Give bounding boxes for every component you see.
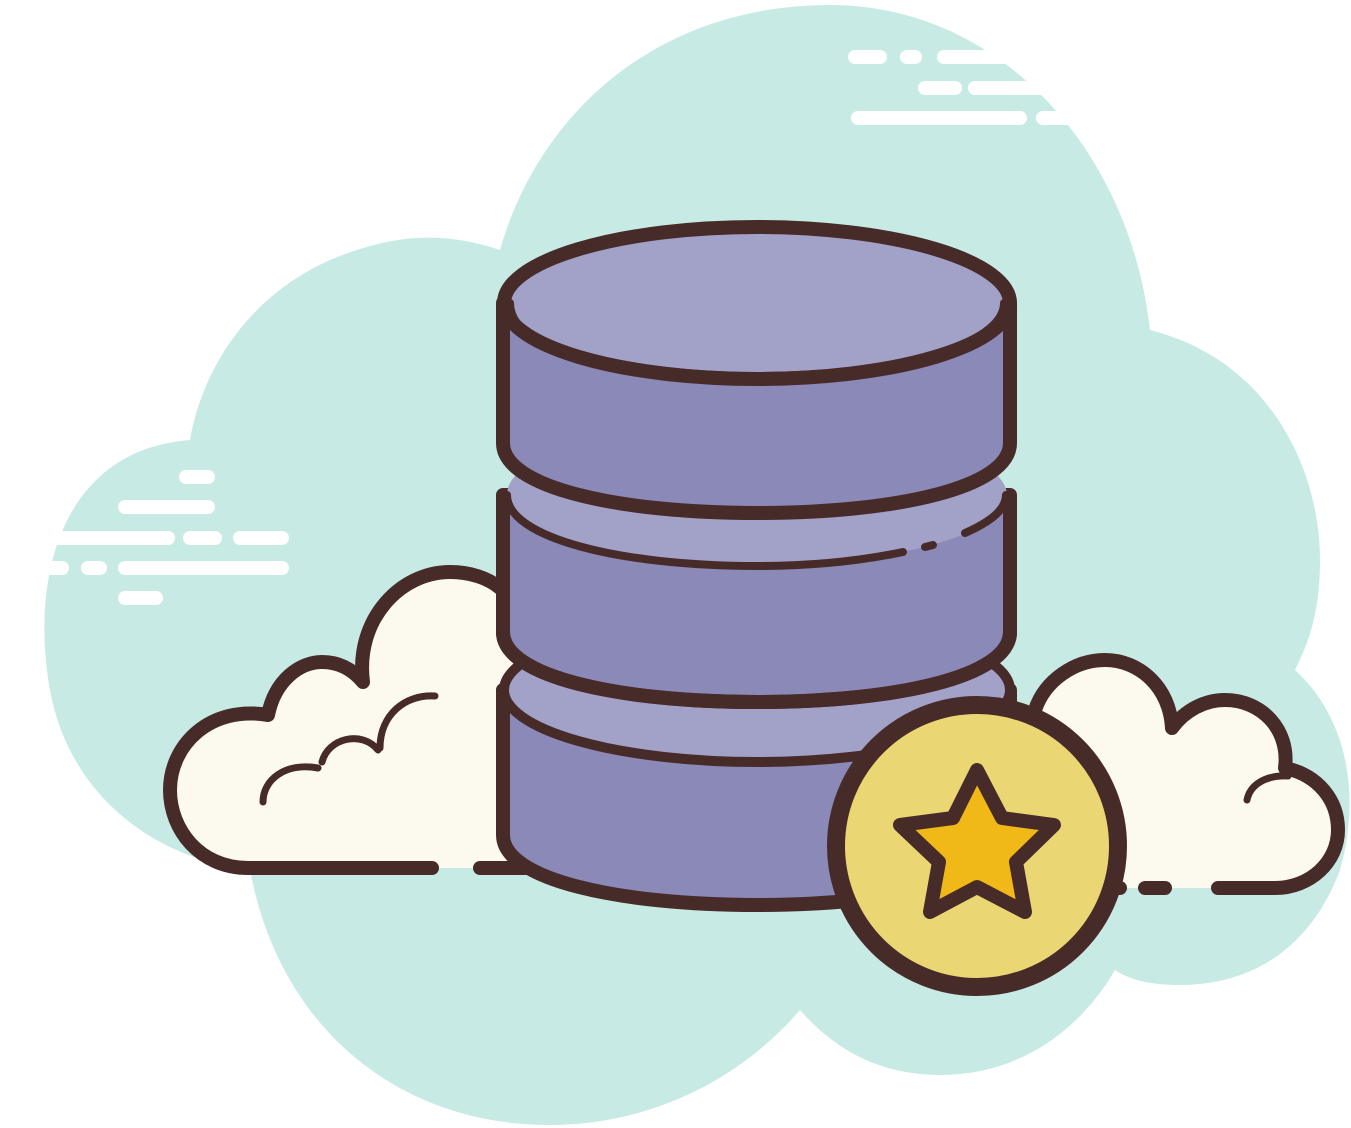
favorite-badge (827, 696, 1127, 996)
speed-lines-top-right (848, 50, 1139, 125)
star-icon (893, 763, 1061, 919)
speed-lines-left (3, 470, 289, 605)
left-small-cloud (163, 565, 532, 875)
database-layer-top (496, 220, 1017, 520)
